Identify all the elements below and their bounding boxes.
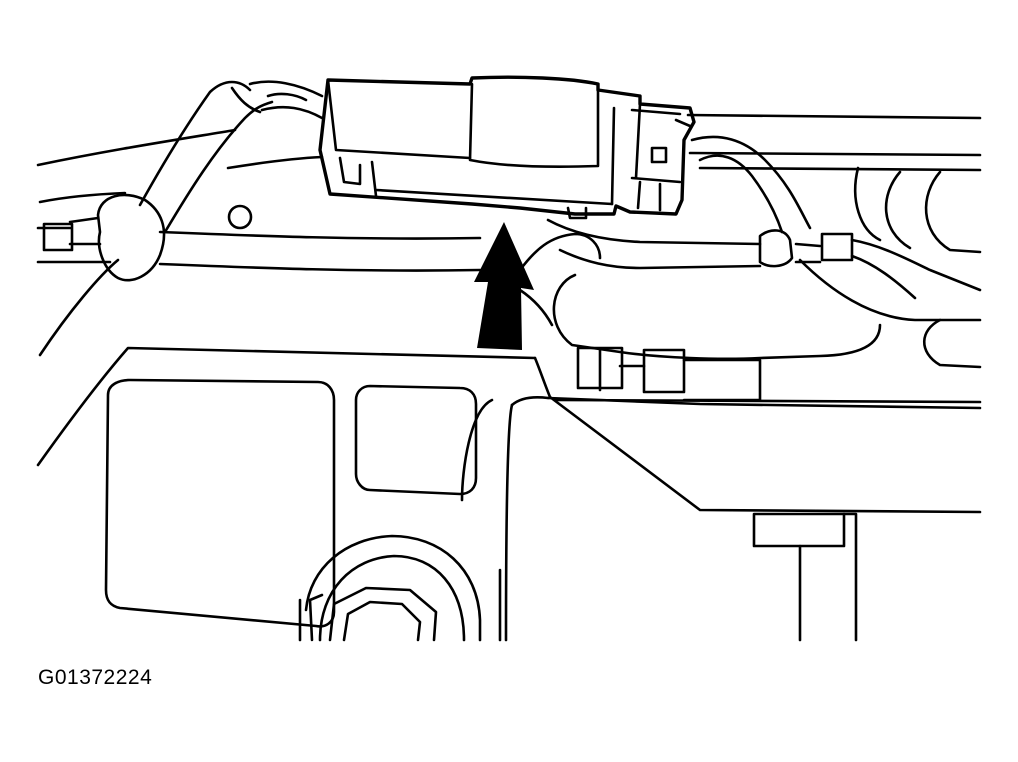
figure-id-label: G01372224 [38,666,153,689]
frame-cutouts [104,378,478,628]
lower-hose-and-bracket [518,273,882,402]
right-wire-harness [518,135,982,369]
left-wire-harness [38,80,324,357]
indicator-arrow [474,222,534,350]
lower-frame [36,346,982,642]
module-assembly [318,75,696,220]
bolt-and-nut [298,534,502,642]
